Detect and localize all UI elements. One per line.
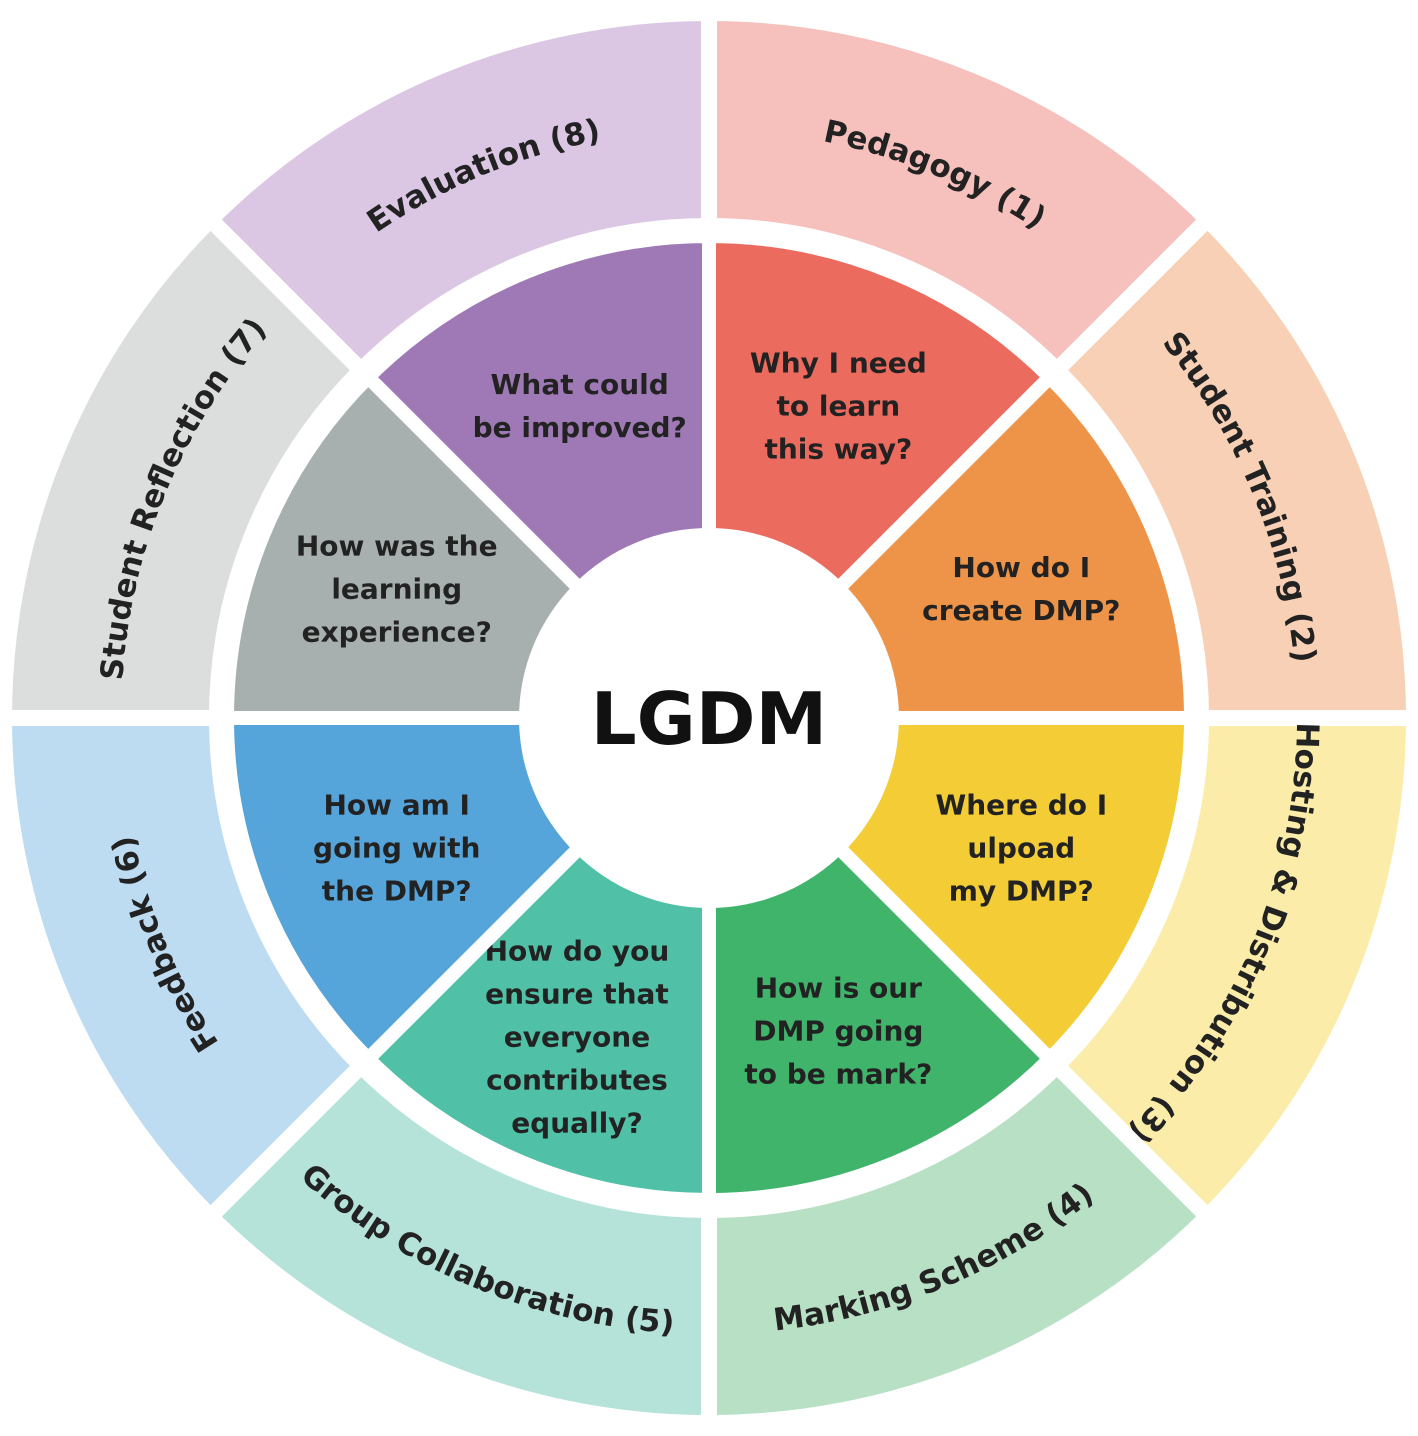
outer-segment-pedagogy-1 xyxy=(701,4,1219,382)
outer-ring: Pedagogy (1)Student Training (2)Hosting … xyxy=(0,4,1418,1432)
outer-segment-marking-scheme-4 xyxy=(701,1054,1219,1432)
outer-segment-hosting-distribution-3 xyxy=(1045,710,1418,1228)
outer-segment-student-reflection-7 xyxy=(0,208,373,726)
center-label: LGDM xyxy=(591,677,827,761)
outer-segment-evaluation-8 xyxy=(199,4,717,382)
outer-segment-student-training-2 xyxy=(1045,208,1418,726)
center-circle xyxy=(519,528,899,908)
outer-segment-feedback-6 xyxy=(0,710,373,1228)
outer-segment-group-collaboration-5 xyxy=(199,1054,717,1432)
